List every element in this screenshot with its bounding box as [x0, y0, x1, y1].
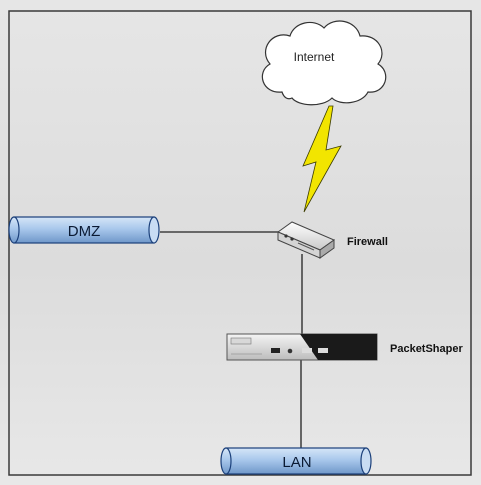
diagram-frame	[8, 10, 472, 476]
firewall-label: Firewall	[347, 236, 388, 248]
router-icon	[276, 221, 336, 259]
lan-pipe-left-cap	[220, 447, 232, 475]
dmz-pipe-right-cap	[148, 216, 160, 244]
lan-pipe-right-cap	[360, 447, 372, 475]
lightning-bolt-icon	[302, 105, 342, 213]
dmz-pipe-node: DMZ	[8, 216, 160, 244]
lan-pipe-node: LAN	[220, 447, 372, 475]
internet-label: Internet	[294, 50, 335, 64]
packetshaper-node: PacketShaper	[226, 333, 463, 361]
cloud-icon	[261, 20, 387, 106]
dmz-label: DMZ	[68, 223, 101, 240]
lan-label: LAN	[282, 454, 311, 471]
packetshaper-label: PacketShaper	[390, 343, 463, 355]
firewall-node: Firewall	[276, 221, 388, 259]
appliance-icon	[226, 333, 378, 361]
internet-cloud-node: Internet	[261, 20, 387, 106]
dmz-pipe-left-cap	[8, 216, 20, 244]
